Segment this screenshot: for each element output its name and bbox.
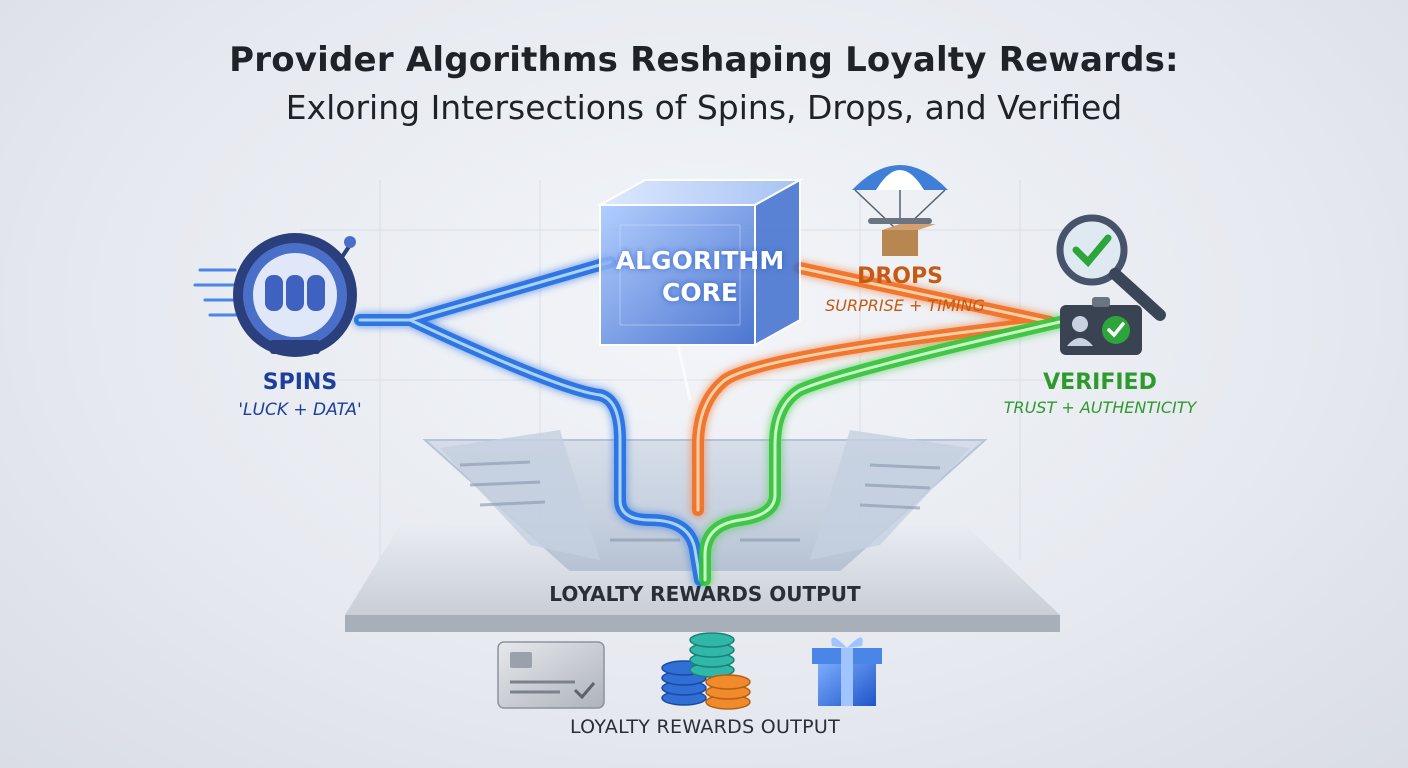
parachute-drop-icon: [852, 165, 948, 256]
page-title-line1: Provider Algorithms Reshaping Loyalty Re…: [229, 40, 1179, 80]
id-badge-icon: [1060, 297, 1142, 355]
drops-subtitle: SURPRISE + TIMING: [825, 296, 985, 315]
magnifier-check-icon: [1056, 214, 1166, 321]
algorithm-core-cube: [596, 178, 804, 401]
algorithm-core-label-line2: CORE: [662, 278, 738, 307]
bottom-output-label: LOYALTY REWARDS OUTPUT: [569, 716, 841, 738]
algorithm-core-label-line1: ALGORITHM: [615, 246, 785, 275]
verified-subtitle: TRUST + AUTHENTICITY: [1003, 398, 1197, 417]
drops-label: DROPS: [857, 264, 943, 289]
spins-label: SPINS: [262, 370, 338, 395]
flow-lines: [354, 256, 1066, 586]
page-title-line2: Exloring Intersections of Spins, Drops, …: [285, 88, 1123, 127]
spins-subtitle: 'LUCK + DATA': [238, 400, 362, 420]
coin-stack-icon: [661, 632, 751, 710]
verified-label: VERIFIED: [1043, 370, 1157, 395]
algorithm-core-label: ALGORITHM CORE: [580, 245, 820, 309]
credit-card-icon: [497, 641, 605, 709]
funnel-screens: [422, 430, 988, 571]
platform-output-label: LOYALTY REWARDS OUTPUT: [549, 582, 861, 606]
slot-machine-icon: [193, 233, 357, 357]
gift-box-icon: [812, 637, 882, 706]
